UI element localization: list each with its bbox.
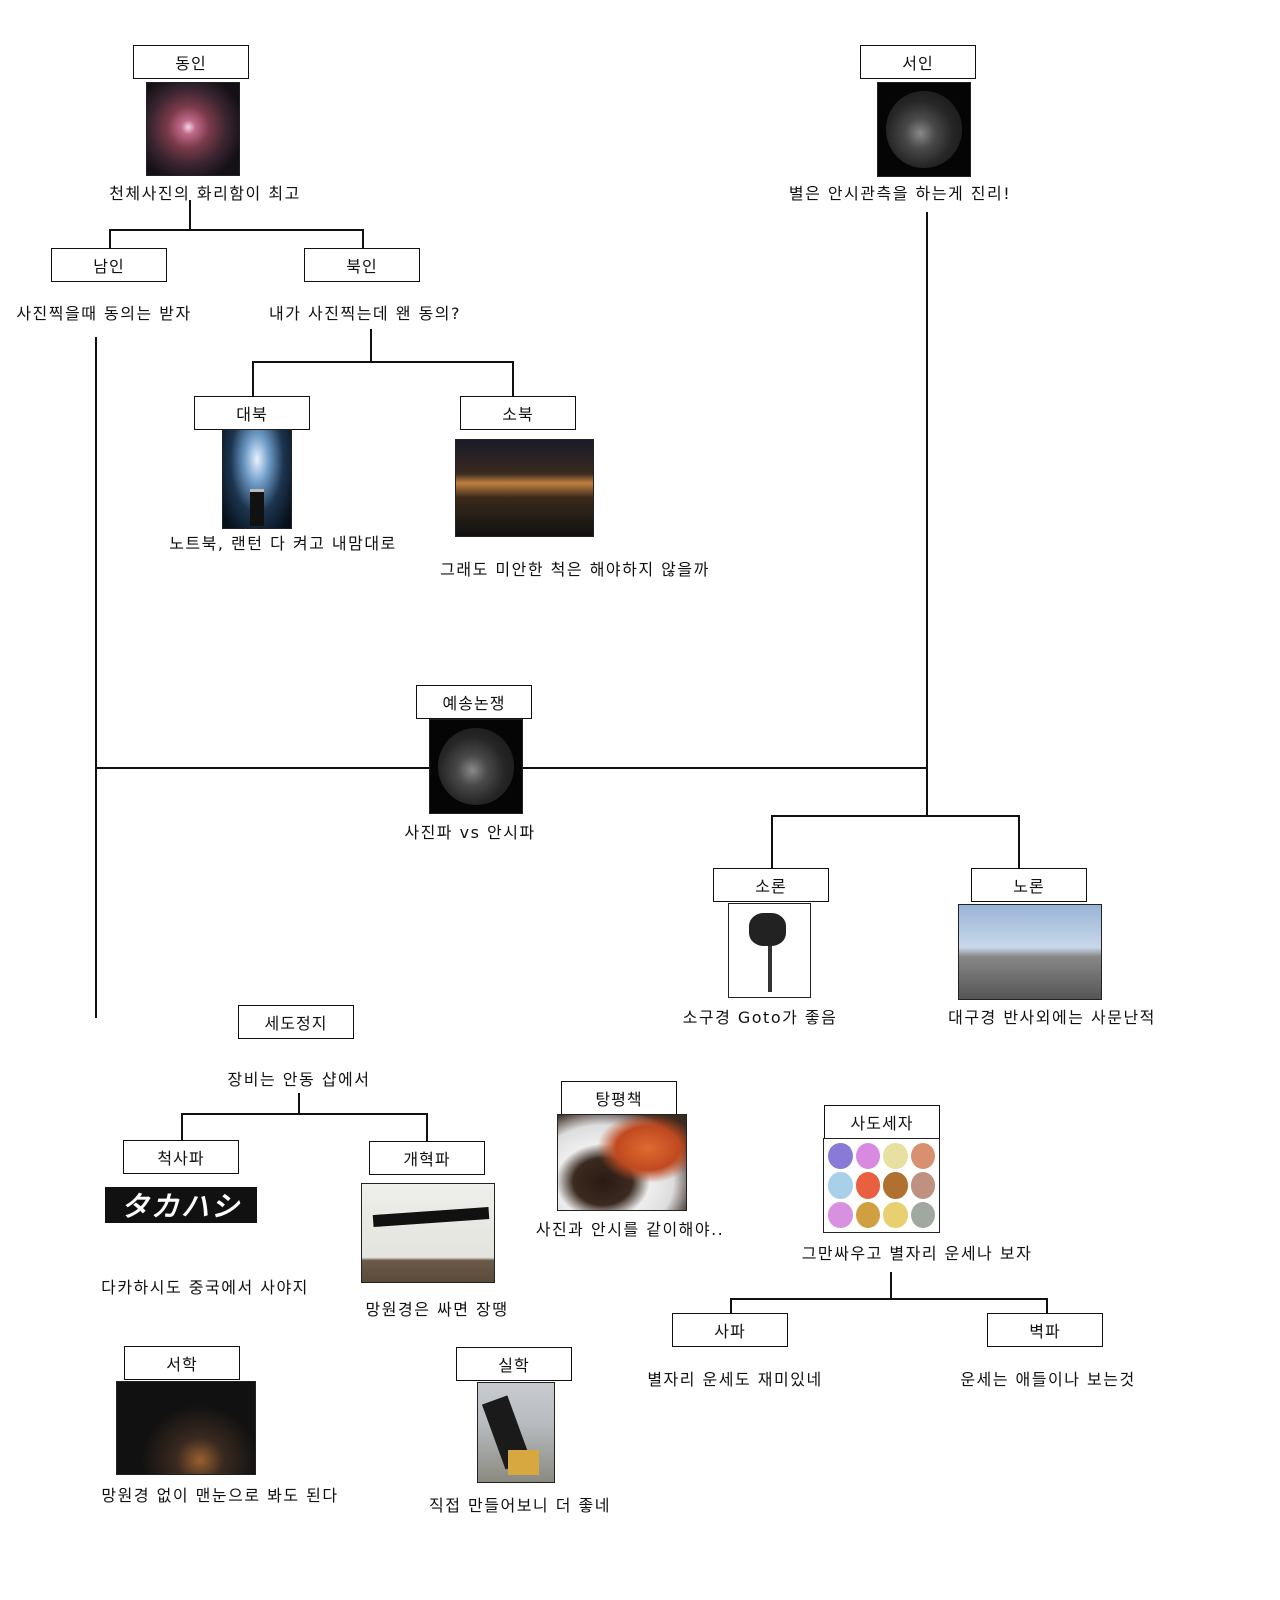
node-sado-label: 사도세자: [824, 1105, 940, 1139]
connector: [771, 815, 773, 868]
node-sapa-caption: 별자리 운세도 재미있네: [647, 1370, 823, 1389]
node-seohak-label: 서학: [124, 1346, 240, 1380]
homemade-dobsonian-image: [477, 1382, 555, 1483]
connector: [730, 1298, 1047, 1300]
connector: [1018, 815, 1020, 868]
node-sedo-label: 세도정지: [238, 1005, 354, 1039]
nebula-image: [146, 82, 240, 176]
node-tangpyeong-caption: 사진과 안시를 같이해야..: [535, 1220, 725, 1239]
node-sapa-label: 사파: [672, 1313, 788, 1347]
connector: [252, 361, 513, 363]
node-bukin-label: 북인: [304, 248, 420, 282]
node-sado-caption: 그만싸우고 별자리 운세나 보자: [801, 1244, 1033, 1263]
goto-telescope-image: [728, 903, 811, 998]
allsky-image: [429, 719, 523, 814]
connector: [109, 229, 363, 231]
node-gaehyeok-caption: 망원경은 싸면 장땡: [365, 1300, 509, 1319]
node-sedo-caption: 장비는 안동 샵에서: [227, 1070, 371, 1089]
connector: [426, 1113, 428, 1141]
node-dongin-caption: 천체사진의 화리함이 최고: [109, 184, 301, 203]
connector: [730, 1298, 732, 1313]
food-image: [557, 1114, 687, 1211]
node-daebuk-label: 대북: [194, 396, 310, 430]
node-namin-caption: 사진찍을때 동의는 받자: [16, 304, 192, 323]
node-bukin-caption: 내가 사진찍는데 왠 동의?: [269, 304, 461, 323]
takahashi-logo: タカハシ: [105, 1187, 257, 1223]
node-soron-label: 소론: [713, 868, 829, 902]
connector: [109, 229, 111, 248]
node-silhak-label: 실학: [456, 1347, 572, 1381]
connector: [189, 200, 191, 229]
connector: [1046, 1298, 1048, 1313]
node-byeokpa-label: 벽파: [987, 1313, 1103, 1347]
allsky-image: [877, 82, 971, 177]
connector: [771, 815, 1019, 817]
node-cheoksa-label: 척사파: [123, 1140, 239, 1174]
node-daebuk-caption: 노트북, 랜턴 다 켜고 내맘대로: [169, 534, 397, 553]
node-seoin-caption: 별은 안시관측을 하는게 진리!: [788, 184, 1012, 203]
node-sobuk-label: 소북: [460, 396, 576, 430]
node-silhak-caption: 직접 만들어보니 더 좋네: [429, 1496, 611, 1515]
node-gaehyeok-label: 개혁파: [369, 1141, 485, 1175]
city-night-image: [455, 439, 594, 537]
connector: [181, 1113, 427, 1115]
large-reflector-image: [958, 904, 1102, 1000]
night-sky-image: [116, 1381, 256, 1475]
node-byeokpa-caption: 운세는 애들이나 보는것: [960, 1370, 1136, 1389]
node-namin-label: 남인: [51, 248, 167, 282]
connector: [181, 1113, 183, 1140]
node-yesong-caption: 사진파 vs 안시파: [404, 823, 536, 842]
node-seoin-label: 서인: [860, 45, 976, 79]
flashlight-image: [222, 429, 292, 529]
node-cheoksa-caption: 다카하시도 중국에서 사야지: [101, 1278, 309, 1297]
connector: [362, 229, 364, 248]
node-noron-caption: 대구경 반사외에는 사문난적: [948, 1008, 1156, 1027]
connector: [512, 361, 514, 396]
zodiac-image: [823, 1138, 940, 1233]
node-tangpyeong-label: 탕평책: [561, 1081, 677, 1115]
node-yesong-label: 예송논쟁: [416, 685, 532, 719]
connector: [926, 212, 928, 815]
node-soron-caption: 소구경 Goto가 좋음: [682, 1008, 838, 1027]
refractor-telescope-image: [361, 1183, 495, 1283]
node-noron-label: 노론: [971, 868, 1087, 902]
connector: [95, 337, 97, 1018]
connector: [252, 361, 254, 396]
node-dongin-label: 동인: [133, 45, 249, 79]
connector: [298, 1093, 300, 1113]
connector: [370, 329, 372, 361]
node-sobuk-caption: 그래도 미안한 척은 해야하지 않을까: [440, 560, 710, 579]
connector: [890, 1272, 892, 1298]
node-seohak-caption: 망원경 없이 맨눈으로 봐도 된다: [101, 1486, 339, 1505]
